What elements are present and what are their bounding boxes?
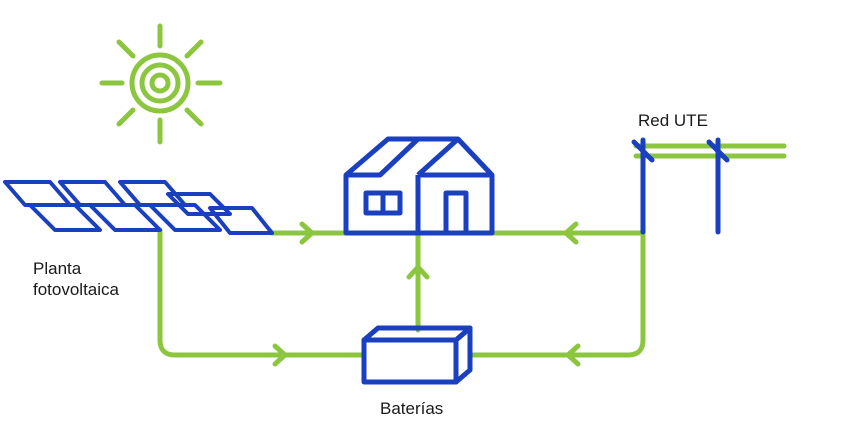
arrow-right-icon (272, 343, 288, 367)
sun-icon (99, 23, 223, 145)
solar-plant-label-line2: fotovoltaica (33, 280, 119, 299)
arrow-right-icon (299, 221, 315, 245)
arrow-left-icon (565, 343, 581, 367)
solar-plant-label: Planta fotovoltaica (33, 258, 173, 300)
solar-plant-label-line1: Planta (33, 259, 82, 278)
arrow-up-icon (406, 264, 430, 280)
house-icon (343, 136, 495, 236)
power-flow-lines (157, 143, 787, 358)
solar-panels-icon (3, 180, 274, 235)
grid-label: Red UTE (638, 111, 708, 130)
batteries-label: Baterías (380, 399, 444, 418)
arrow-left-icon (563, 221, 579, 245)
flow-arrows (272, 221, 581, 367)
utility-poles-icon (631, 137, 730, 235)
battery-icon (361, 325, 473, 385)
